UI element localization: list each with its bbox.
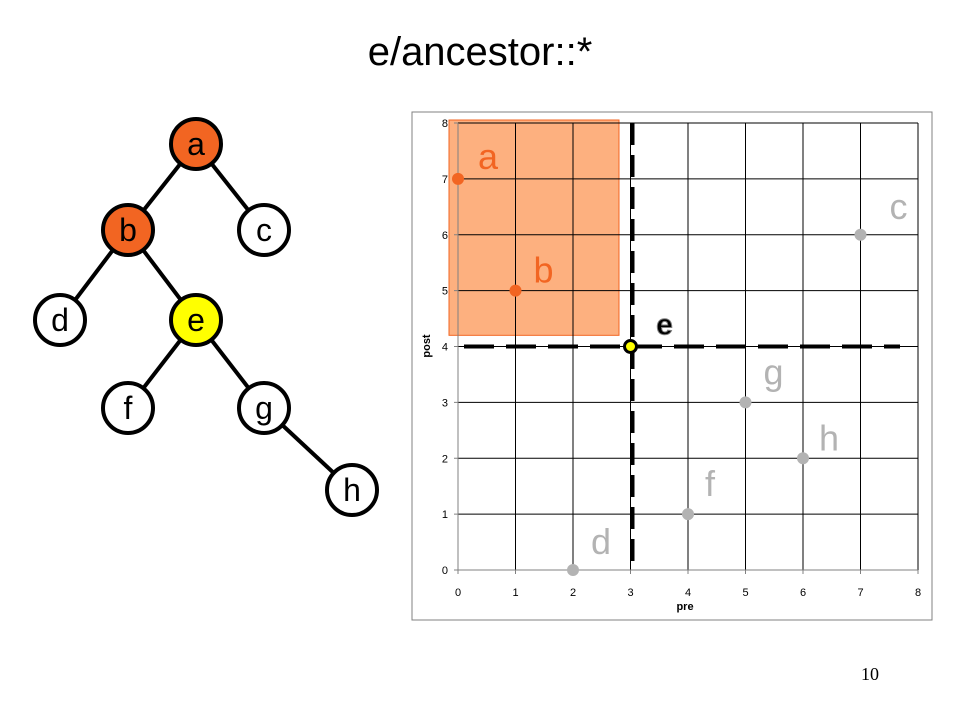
- point-label-b: b: [533, 250, 553, 291]
- tree-node-a: a: [169, 117, 223, 171]
- point-label-e: e: [656, 309, 673, 342]
- ancestor-region-box: [448, 119, 620, 336]
- tree-node-circle: [237, 203, 291, 257]
- x-tick-label: 3: [627, 587, 633, 599]
- x-tick-label: 7: [857, 587, 863, 599]
- tree-node-circle: [101, 381, 155, 435]
- chart-tick-labels: 0 1 2 3 4 5 6 7 8 0 1 2 3 4 5 6 7 8: [442, 118, 921, 599]
- tree-node-circle: [101, 203, 155, 257]
- point-d: [567, 564, 579, 576]
- tree-node-label: f: [124, 390, 133, 426]
- tree-node-label: b: [119, 212, 137, 248]
- y-axis-label: post: [421, 334, 433, 358]
- chart-points: [452, 172, 867, 576]
- slide-title: e/ancestor::*: [367, 30, 593, 74]
- tree-node-circle: [169, 117, 223, 171]
- y-tick-label: 5: [442, 286, 448, 298]
- point-a: [452, 172, 464, 185]
- point-label-a: a: [478, 136, 499, 177]
- tree-node-circle: [237, 381, 291, 435]
- point-c: [854, 228, 867, 241]
- tree-node-label: d: [51, 302, 69, 338]
- tree-node-circle: [169, 293, 223, 347]
- tree-node-label: h: [343, 472, 361, 508]
- point-label-d: d: [591, 521, 611, 562]
- context-crosshair: [464, 123, 900, 570]
- tree-node-d: d: [33, 293, 87, 347]
- tree-node-e: e: [169, 293, 223, 347]
- x-tick-label: 0: [455, 587, 461, 599]
- tree-nodes: a b c d e f g h: [33, 117, 379, 517]
- y-tick-label: 8: [442, 118, 448, 130]
- tree-node-f: f: [101, 381, 155, 435]
- tree-node-circle: [325, 463, 379, 517]
- point-label-c: c: [890, 186, 908, 227]
- tree-node-circle: [33, 293, 87, 347]
- point-h: [797, 452, 809, 465]
- point-f: [682, 508, 694, 521]
- point-label-h: h: [819, 417, 839, 458]
- chart-axes: [454, 122, 919, 574]
- point-label-g: g: [763, 351, 783, 392]
- point-g: [739, 396, 752, 409]
- tree-node-label: a: [187, 126, 205, 162]
- y-tick-label: 0: [442, 565, 448, 577]
- x-tick-label: 5: [742, 587, 748, 599]
- point-b: [509, 284, 522, 297]
- tree-node-h: h: [325, 463, 379, 517]
- ancestor-region: [448, 119, 620, 336]
- x-tick-label: 8: [915, 587, 921, 599]
- tree-node-c: c: [237, 203, 291, 257]
- chart-point-labels: a b c d e f gh: [478, 136, 908, 562]
- slide-number: 10: [861, 664, 879, 684]
- x-tick-label: 2: [570, 587, 576, 599]
- tree-node-b: b: [101, 203, 155, 257]
- point-e: [623, 339, 638, 354]
- x-axis-label: pre: [676, 601, 693, 613]
- tree-node-label: e: [187, 302, 205, 338]
- y-tick-label: 4: [442, 342, 448, 354]
- y-tick-label: 7: [442, 174, 448, 186]
- x-tick-label: 4: [685, 587, 691, 599]
- tree-node-g: g: [237, 381, 291, 435]
- y-tick-label: 6: [442, 230, 448, 242]
- tree-node-label: g: [255, 390, 273, 426]
- x-tick-label: 6: [800, 587, 806, 599]
- y-tick-label: 2: [442, 453, 448, 465]
- y-tick-label: 3: [442, 397, 448, 409]
- point-label-f: f: [705, 463, 716, 504]
- x-tick-label: 1: [512, 587, 518, 599]
- tree-node-label: c: [256, 212, 272, 248]
- y-tick-label: 1: [442, 509, 448, 521]
